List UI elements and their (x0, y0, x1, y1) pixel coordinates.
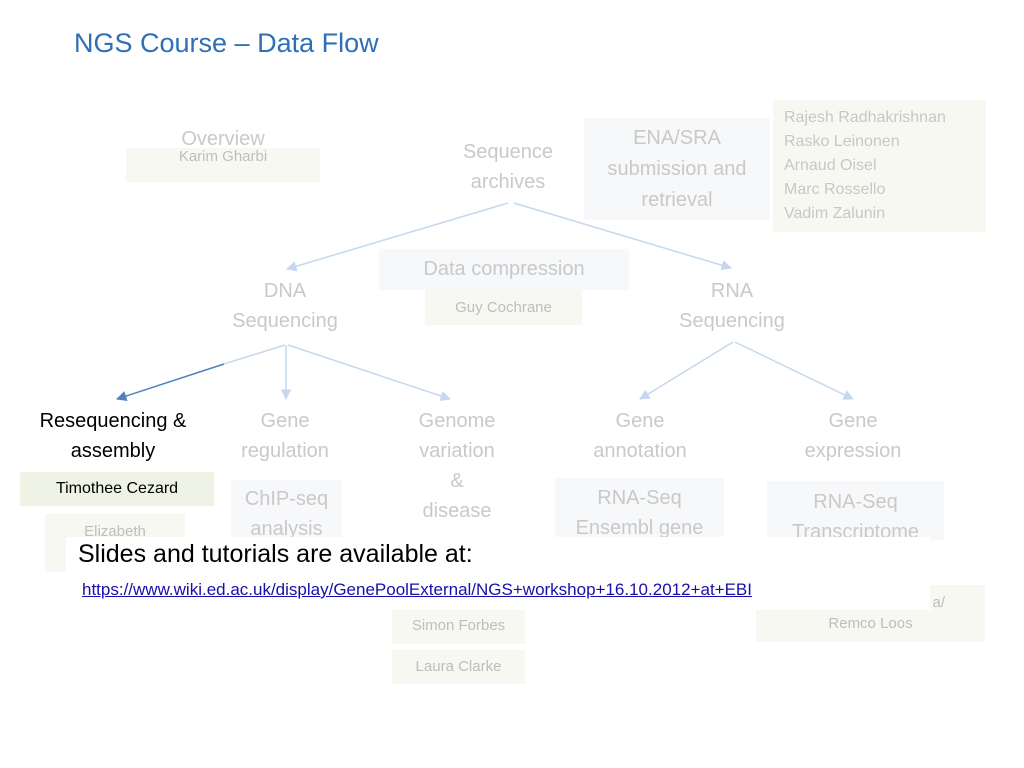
laura-box: Laura Clarke (392, 650, 525, 684)
arrow-dna-to-reseq-faded (223, 344, 286, 365)
gene-expression-node: Gene expression (783, 406, 923, 466)
reseq-presenter: Timothee Cezard (55, 480, 179, 497)
chip-seq-text: ChIP-seq analysis (231, 480, 342, 540)
ena-presenters-list: Rajesh Radhakrishnan Rasko Leinonen Arna… (773, 100, 986, 226)
gene-annotation-node: Gene annotation (570, 406, 710, 466)
arrow-dna-to-reseq (116, 363, 225, 402)
reseq-line1: Resequencing & (39, 410, 187, 432)
ena-presenter-2: Rasko Leinonen (784, 133, 900, 150)
ena-presenter-4: Marc Rossello (784, 181, 886, 198)
rnaseq-tr-line1: RNA-Seq (813, 491, 898, 513)
arrow-rna-to-geneannotation (639, 341, 734, 400)
rnaseq-ensembl-box: RNA-Seq Ensembl gene (555, 478, 724, 540)
arrow-dna-to-genomevariation (287, 344, 451, 401)
simon-presenter: Simon Forbes (411, 617, 506, 634)
data-compression-presenter: Guy Cochrane (455, 299, 552, 316)
overview-presenter: Karim Gharbi (178, 148, 268, 165)
overview-presenter-box: Karim Gharbi (126, 148, 320, 182)
sequence-archives-line1: Sequence (462, 141, 554, 163)
callout-box (66, 537, 930, 610)
genome-var-line3: & (450, 470, 464, 492)
data-compression-presenter-box: Guy Cochrane (425, 290, 582, 325)
ena-presenter-1: Rajesh Radhakrishnan (784, 109, 946, 126)
gene-expr-line1: Gene (828, 410, 878, 432)
chip-line1: ChIP-seq (244, 488, 329, 510)
simon-box: Simon Forbes (392, 608, 525, 644)
reseq-line2: assembly (70, 440, 156, 462)
ena-sra-text: ENA/SRA submission and retrieval (584, 118, 770, 216)
data-compression-box: Data compression (379, 249, 629, 290)
genome-var-line4: disease (422, 500, 492, 522)
ena-sra-line2: submission and (607, 158, 747, 180)
ena-sra-line3: retrieval (641, 189, 713, 211)
ena-presenters-box: Rajesh Radhakrishnan Rasko Leinonen Arna… (773, 100, 986, 232)
genome-var-line1: Genome (418, 410, 496, 432)
rnaseq-transcriptome-box: RNA-Seq Transcriptome (767, 481, 944, 540)
gene-reg-line2: regulation (241, 440, 329, 462)
rnaseq-ensembl-text: RNA-Seq Ensembl gene (555, 478, 724, 540)
gene-ann-line1: Gene (615, 410, 665, 432)
rnaseq-ens-line1: RNA-Seq (597, 487, 682, 509)
rna-sequencing-node: RNA Sequencing (662, 276, 802, 336)
gene-regulation-node: Gene regulation (215, 406, 355, 466)
data-compression-label: Data compression (423, 258, 585, 280)
rnaseq-ens-line2: Ensembl gene (575, 517, 704, 539)
sequence-archives-node: Sequence archives (438, 137, 578, 197)
gene-expr-line2: expression (804, 440, 902, 462)
callout-text: Slides and tutorials are available at: (78, 540, 473, 568)
gene-ann-line2: annotation (593, 440, 687, 462)
chip-seq-box: ChIP-seq analysis (231, 480, 342, 540)
remco-presenter: Remco Loos (828, 615, 913, 632)
chip-line2: analysis (250, 518, 323, 540)
rna-seq-line1: RNA (710, 280, 754, 302)
ena-sra-line1: ENA/SRA (633, 127, 721, 149)
reseq-presenter2: Elizabeth (84, 523, 146, 540)
remco-partial: a/ (932, 594, 945, 611)
slides-link[interactable]: https://www.wiki.ed.ac.uk/display/GenePo… (82, 580, 752, 599)
dna-seq-line2: Sequencing (232, 310, 338, 332)
dna-sequencing-node: DNA Sequencing (215, 276, 355, 336)
rnaseq-transcriptome-text: RNA-Seq Transcriptome (767, 481, 944, 540)
rna-seq-line2: Sequencing (679, 310, 785, 332)
ena-sra-box: ENA/SRA submission and retrieval (584, 118, 770, 220)
arrow-rna-to-geneexpression (734, 341, 854, 400)
arrow-archives-to-dna (285, 202, 509, 272)
laura-presenter: Laura Clarke (415, 658, 502, 675)
sequence-archives-line2: archives (470, 171, 546, 193)
genome-var-line2: variation (419, 440, 495, 462)
reseq-presenter-box: Timothee Cezard (20, 472, 214, 506)
resequencing-assembly-node: Resequencing & assembly (20, 406, 206, 466)
ena-presenter-5: Vadim Zalunin (784, 205, 886, 222)
dna-seq-line1: DNA (263, 280, 307, 302)
page-title: NGS Course – Data Flow (74, 28, 379, 58)
genome-variation-node: Genome variation & disease (392, 406, 522, 526)
ena-presenter-3: Arnaud Oisel (784, 157, 877, 174)
arrow-archives-to-rna (513, 202, 733, 271)
rnaseq-tr-line2: Transcriptome (791, 521, 920, 540)
gene-reg-line1: Gene (260, 410, 310, 432)
overview-node: Overview (181, 128, 265, 150)
